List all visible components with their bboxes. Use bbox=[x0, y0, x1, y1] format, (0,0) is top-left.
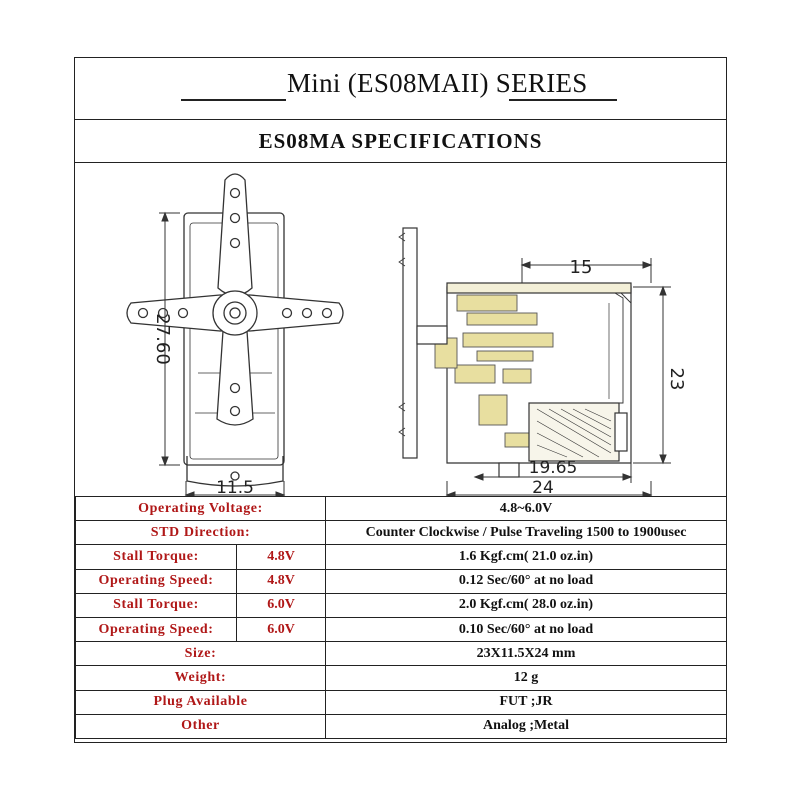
front-height-label: 27.60 bbox=[152, 313, 173, 365]
title-underline-left bbox=[181, 99, 286, 101]
spec-label: Operating Voltage: bbox=[75, 495, 326, 522]
side-dimensions bbox=[445, 258, 671, 496]
spec-voltage: 6.0V bbox=[236, 616, 326, 643]
side-height-label: 23 bbox=[666, 368, 687, 391]
spec-value: 4.8~6.0V bbox=[325, 495, 727, 522]
subtitle-row: ES08MA SPECIFICATIONS bbox=[75, 120, 726, 163]
spec-value: Counter Clockwise / Pulse Traveling 1500… bbox=[325, 520, 727, 546]
servo-drawing: 27.60 11.5 bbox=[126, 173, 687, 496]
spec-voltage: 4.8V bbox=[236, 544, 326, 570]
side-view bbox=[398, 227, 632, 478]
horn-plate-side bbox=[402, 227, 418, 459]
spec-label: Weight: bbox=[75, 665, 326, 691]
front-width-label: 11.5 bbox=[216, 478, 254, 496]
spec-sheet: Mini (ES08MAII) SERIES ES08MA SPECIFICAT… bbox=[74, 57, 727, 743]
spec-label: Operating Speed: bbox=[75, 568, 237, 594]
top-cover bbox=[446, 282, 632, 294]
front-view bbox=[126, 173, 344, 487]
horn-holes bbox=[137, 187, 333, 417]
spec-label: Other bbox=[75, 713, 326, 739]
servo-horn bbox=[126, 173, 344, 426]
series-title: Mini (ES08MAII) SERIES bbox=[287, 68, 588, 98]
spec-voltage: 4.8V bbox=[236, 568, 326, 594]
spec-value: 1.6 Kgf.cm( 21.0 oz.in) bbox=[325, 544, 727, 570]
spec-voltage: 6.0V bbox=[236, 592, 326, 618]
spec-label: Size: bbox=[75, 641, 326, 667]
spec-value: 2.0 Kgf.cm( 28.0 oz.in) bbox=[325, 592, 727, 618]
spec-value: Analog ;Metal bbox=[325, 713, 727, 739]
spec-row: Size:23X11.5X24 mm bbox=[75, 641, 727, 667]
mount-hole-bottom bbox=[230, 471, 240, 481]
spec-value: 23X11.5X24 mm bbox=[325, 641, 727, 667]
spec-label: Stall Torque: bbox=[75, 544, 237, 570]
specifications-heading: ES08MA SPECIFICATIONS bbox=[258, 129, 543, 153]
front-dimensions bbox=[159, 211, 286, 496]
side-top-label: 15 bbox=[570, 257, 593, 278]
spec-row: STD Direction:Counter Clockwise / Pulse … bbox=[75, 520, 727, 546]
spec-label: Stall Torque: bbox=[75, 592, 237, 618]
title-row: Mini (ES08MAII) SERIES bbox=[75, 58, 726, 120]
spec-value: 0.10 Sec/60° at no load bbox=[325, 616, 727, 643]
spec-label: Operating Speed: bbox=[75, 616, 237, 643]
mounting-tab-bottom bbox=[186, 456, 284, 487]
side-body-label: 19.65 bbox=[529, 458, 578, 478]
spec-row: Weight:12 g bbox=[75, 665, 727, 691]
spec-row: Operating Voltage:4.8~6.0V bbox=[75, 495, 727, 522]
spec-label: Plug Available bbox=[75, 689, 326, 715]
spec-value: 12 g bbox=[325, 665, 727, 691]
title-underline-right bbox=[509, 99, 617, 101]
side-total-label: 24 bbox=[532, 478, 554, 496]
spec-value: 0.12 Sec/60° at no load bbox=[325, 568, 727, 594]
spec-value: FUT ;JR bbox=[325, 689, 727, 715]
gear-train bbox=[434, 294, 554, 448]
spec-label: STD Direction: bbox=[75, 520, 326, 546]
